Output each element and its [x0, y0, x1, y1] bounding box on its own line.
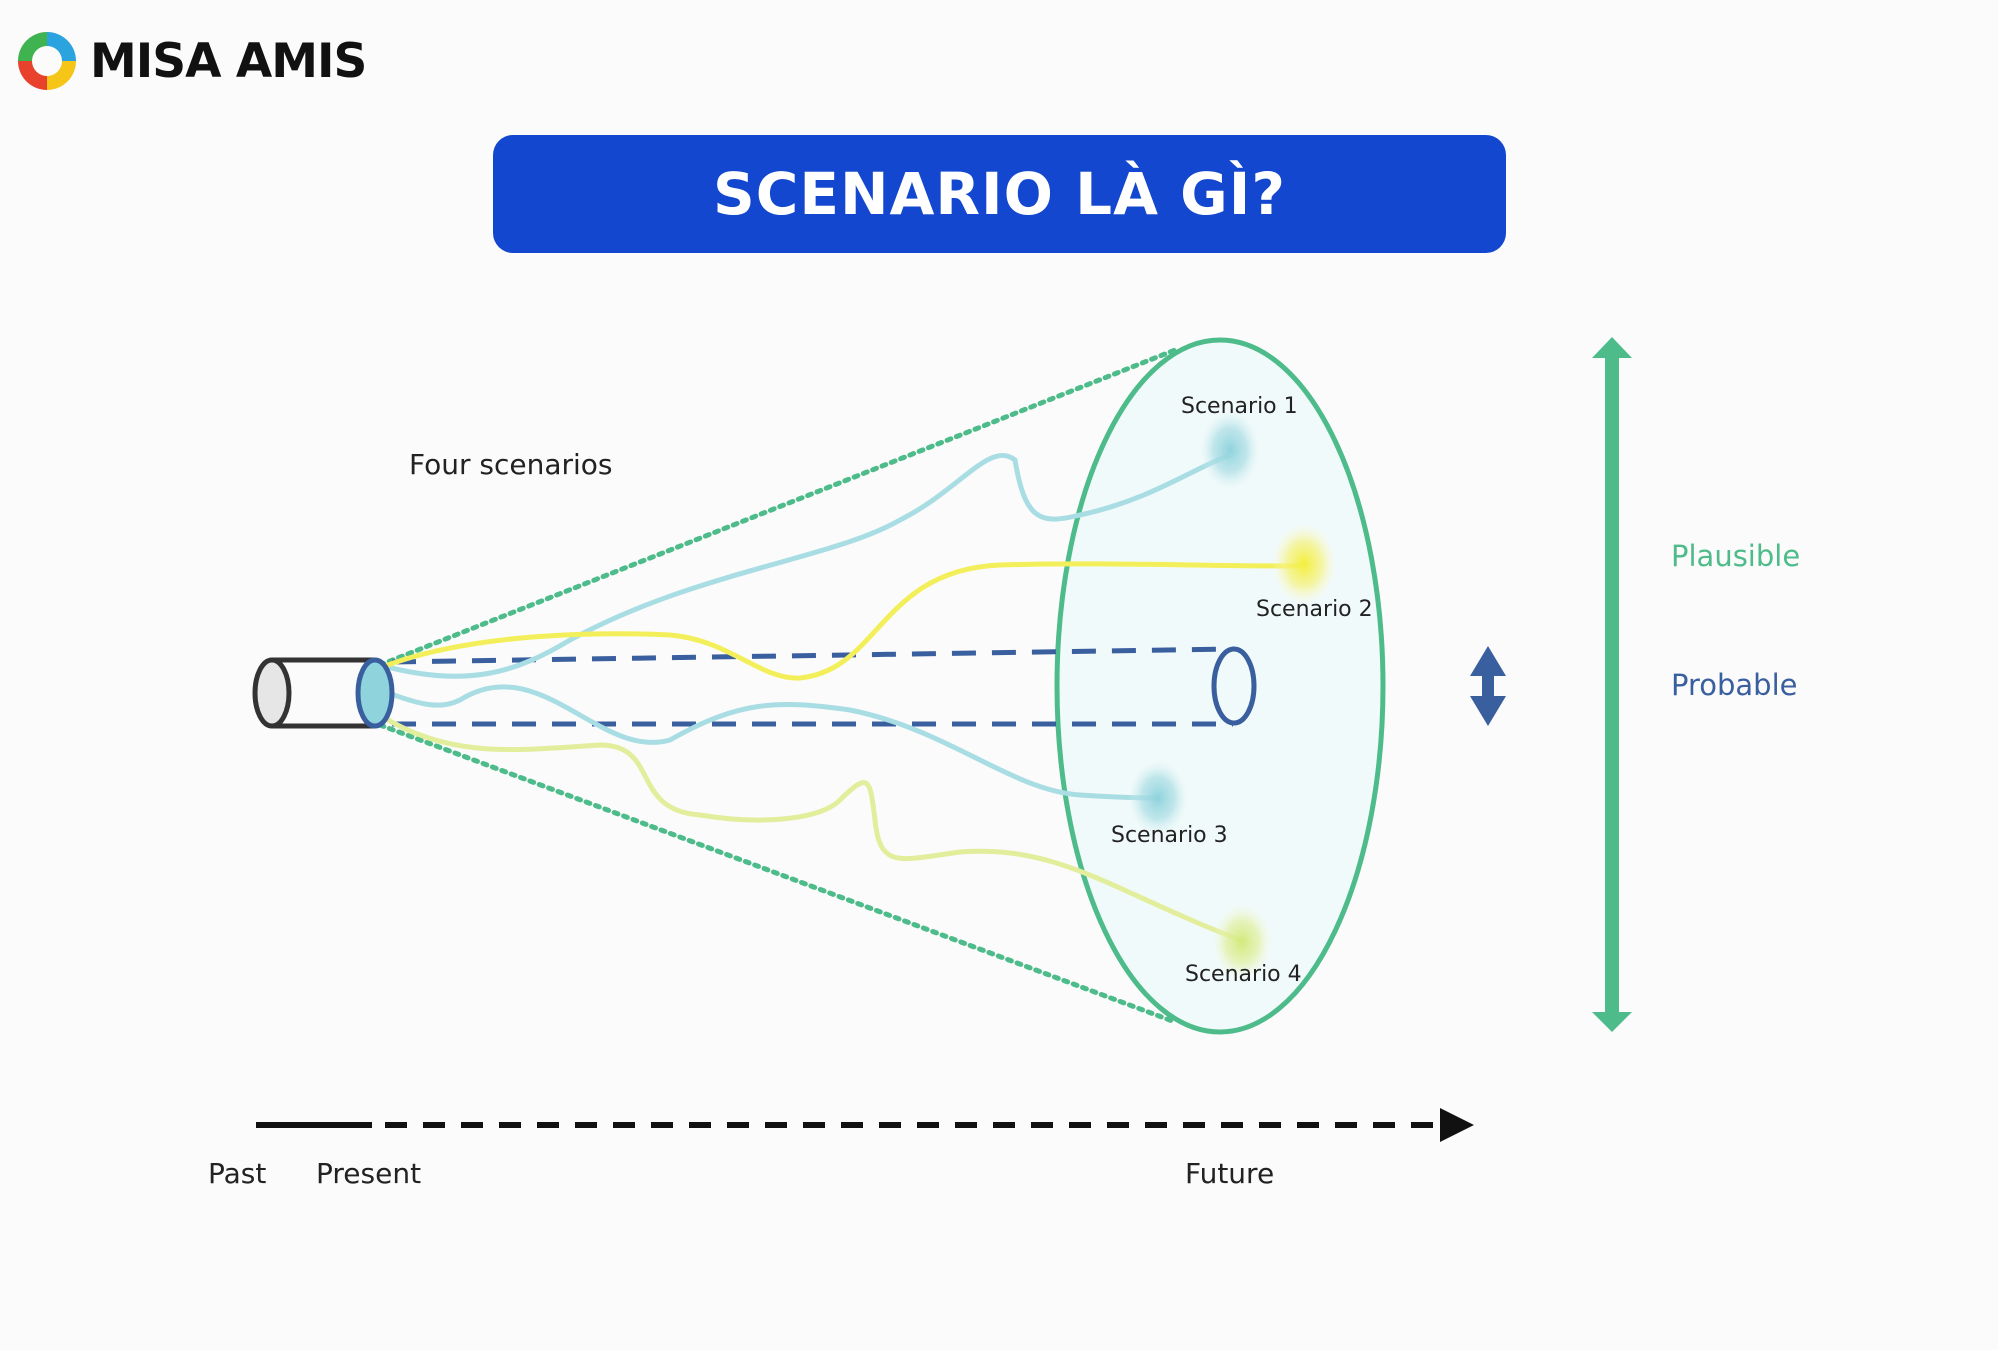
present-cylinder [252, 657, 395, 729]
probable-range-arrow [1470, 646, 1506, 726]
brand-logo: MISA AMIS [14, 28, 367, 94]
scenario-path-2 [379, 561, 1301, 681]
misa-logo-icon [18, 32, 76, 90]
scenario-3-label: Scenario 3 [1111, 823, 1228, 848]
probable-tube-end [1211, 646, 1257, 726]
scenario-3-node [1128, 760, 1188, 836]
timeline-arrow [256, 1108, 1474, 1142]
scenario-1-node [1200, 410, 1260, 490]
timeline-present-label: Present [316, 1157, 421, 1190]
timeline-future-label: Future [1185, 1157, 1274, 1190]
page-title: SCENARIO LÀ GÌ? [713, 160, 1286, 228]
cone-edge-bottom [377, 722, 1178, 1025]
brand-name: MISA AMIS [90, 33, 367, 89]
scenario-path-4 [378, 712, 1241, 943]
scenario-2-label: Scenario 2 [1256, 597, 1373, 622]
diagram-heading: Four scenarios [409, 448, 613, 481]
cone-edge-top [377, 347, 1178, 668]
scenario-2-node [1272, 524, 1336, 604]
plausible-label: Plausible [1671, 539, 1800, 573]
plausible-future-ellipse [1054, 337, 1386, 1035]
scenario-4-node [1212, 904, 1272, 980]
timeline-past-label: Past [208, 1157, 266, 1190]
scenario-path-3 [379, 684, 1161, 801]
scenario-path-1 [379, 452, 1231, 679]
probable-label: Probable [1671, 668, 1798, 702]
scenario-1-label: Scenario 1 [1181, 394, 1298, 419]
title-banner: SCENARIO LÀ GÌ? [493, 135, 1506, 253]
scenario-4-label: Scenario 4 [1185, 962, 1302, 987]
plausible-range-arrow [1592, 337, 1632, 1032]
